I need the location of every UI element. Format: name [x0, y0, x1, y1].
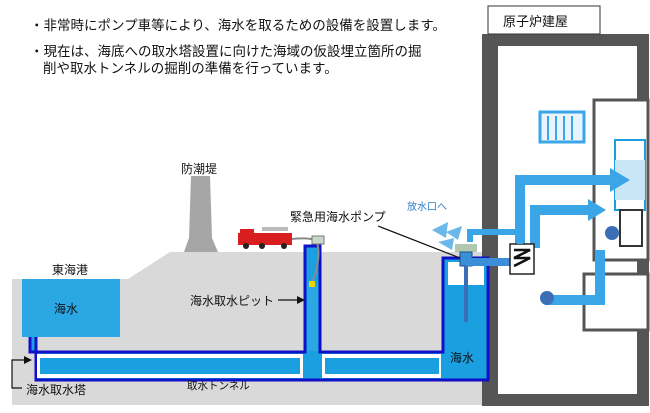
pipe-arrow-2 — [588, 199, 606, 221]
reactor-building-label: 原子炉建屋 — [503, 15, 569, 30]
bullet-3: 削や取水トンネルの掘削の準備を行っています。 — [43, 61, 338, 77]
tower-pointer-line — [11, 359, 28, 389]
seawater-left-label: 海水 — [54, 302, 79, 316]
pump-truck — [238, 227, 292, 249]
intake-pit-label: 海水取水ピット — [190, 294, 275, 308]
intake-tunnel — [28, 244, 490, 382]
bullet-1: ・非常時にポンプ車等により、海水を取るための設備を設置します。 — [30, 18, 446, 34]
pipe-arrow-1 — [610, 168, 630, 192]
building-cooling-pipes — [515, 175, 610, 305]
seawater-basin — [22, 279, 120, 337]
breakwater-wall — [184, 176, 218, 252]
pump-motor-1 — [605, 226, 619, 240]
seawater-pit-label: 海水 — [450, 351, 475, 365]
emergency-pump-label: 緊急用海水ポンプ — [290, 210, 386, 224]
pit-pointer-arrow — [297, 296, 305, 304]
hose-reel — [311, 235, 325, 245]
tower-pointer-arrow — [24, 356, 32, 364]
reactor-building-label-box — [487, 5, 601, 35]
pump-pointer-line — [377, 225, 461, 259]
emergency-seawater-pump — [455, 229, 535, 322]
intake-pit-water — [307, 283, 318, 351]
reactor-building — [482, 33, 650, 406]
intake-tunnel-label: 取水トンネル — [187, 380, 250, 392]
discharge-arrows — [432, 222, 462, 250]
harbor-label: 東海港 — [52, 263, 89, 277]
outlet-label: 放水口へ — [407, 202, 447, 213]
hose-end — [309, 281, 315, 287]
intake-tower-label: 海水取水塔 — [26, 383, 87, 397]
pump-motor-2 — [540, 291, 554, 305]
breakwater-label: 防潮堤 — [181, 162, 218, 176]
bullet-2: ・現在は、海底への取水塔設置に向けた海域の仮設埋立箇所の掘 — [30, 44, 422, 60]
